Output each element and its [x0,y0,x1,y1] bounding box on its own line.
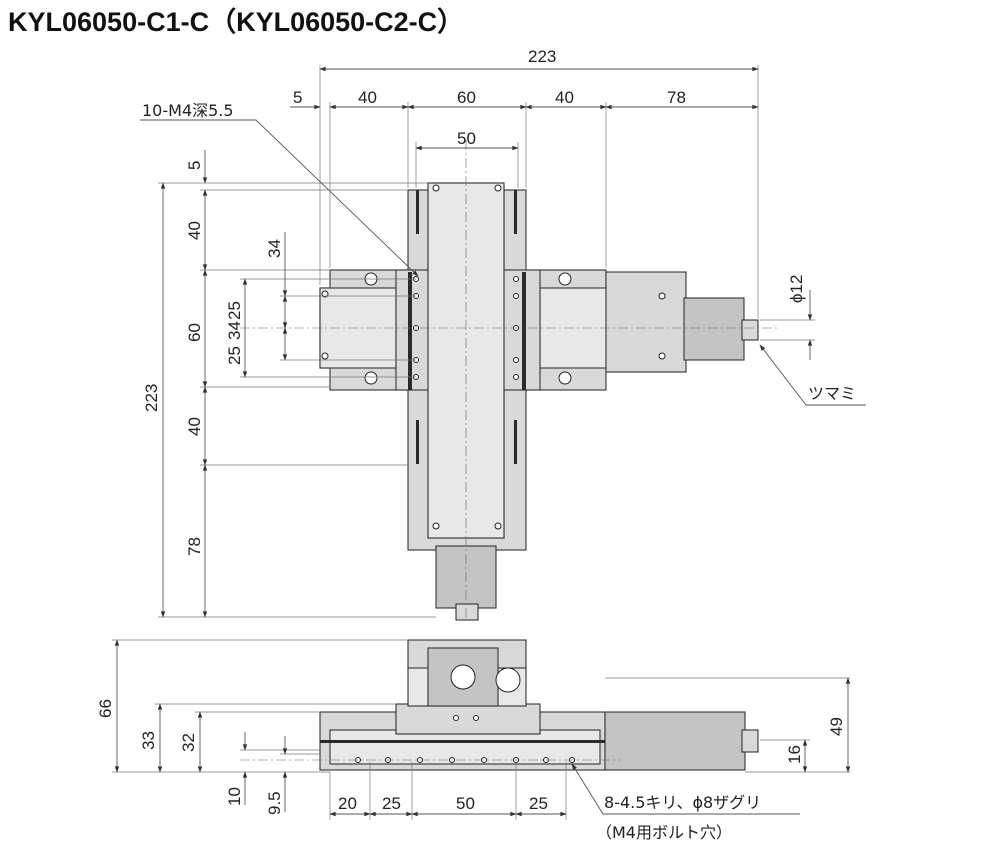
hole-note-sub: （M4用ボルト穴） [596,823,732,842]
x-motor-housing [605,271,687,373]
dim-78-top: 78 [667,88,686,107]
side-x-motor [604,711,746,771]
dim-34-top-view: 34 [225,321,244,340]
dim-40-lower: 40 [185,417,204,436]
side-view: 66 33 32 10 9.5 49 16 20 25 50 25 8-4.5キ… [96,639,851,842]
dim-40-upper: 40 [185,221,204,240]
drawing-title: KYL06050-C1-C（KYL06050-C2-C） [8,7,464,37]
dim-60-top: 60 [457,88,476,107]
dim-10: 10 [225,787,244,806]
side-x-knob [741,729,759,753]
dim-phi12: ϕ12 [787,275,806,303]
dim-5-left: 5 [185,161,204,170]
mount-holes [321,184,666,530]
side-knob [495,667,521,693]
dim-50-bottom: 50 [456,794,475,813]
dim-50-top: 50 [457,129,476,148]
tapped-hole-note: 10-M4深5.5 [142,101,234,120]
dim-25-b: 25 [529,794,548,813]
dim-25-a: 25 [382,794,401,813]
dim-5-top: 5 [293,88,302,107]
dim-40-right: 40 [555,88,574,107]
side-motor-shaft [450,664,476,690]
dim-66: 66 [96,699,115,718]
dim-16: 16 [785,745,804,764]
dim-34-label: 34 [265,239,284,258]
hole-note: 8-4.5キリ、ϕ8ザグリ [604,793,761,812]
dim-223-top: 223 [528,47,556,66]
dim-60-left: 60 [185,323,204,342]
dim-49: 49 [827,717,846,736]
x-motor [683,297,745,361]
y-knob [455,603,479,621]
dim-223-left: 223 [142,384,161,412]
dim-25-lower: 25 [225,346,244,365]
dim-25-upper: 25 [225,301,244,320]
dim-33: 33 [139,731,158,750]
side-carriage [395,703,541,735]
x-knob [741,319,759,341]
dim-32: 32 [179,733,198,752]
dim-78-left: 78 [185,537,204,556]
dim-40-left: 40 [358,88,377,107]
knob-label: ツマミ [808,384,856,403]
side-rail [329,729,601,765]
dim-20: 20 [338,794,357,813]
dim-9-5: 9.5 [265,791,284,815]
top-view: 223 5 40 60 40 78 50 223 5 40 60 40 [140,47,866,621]
